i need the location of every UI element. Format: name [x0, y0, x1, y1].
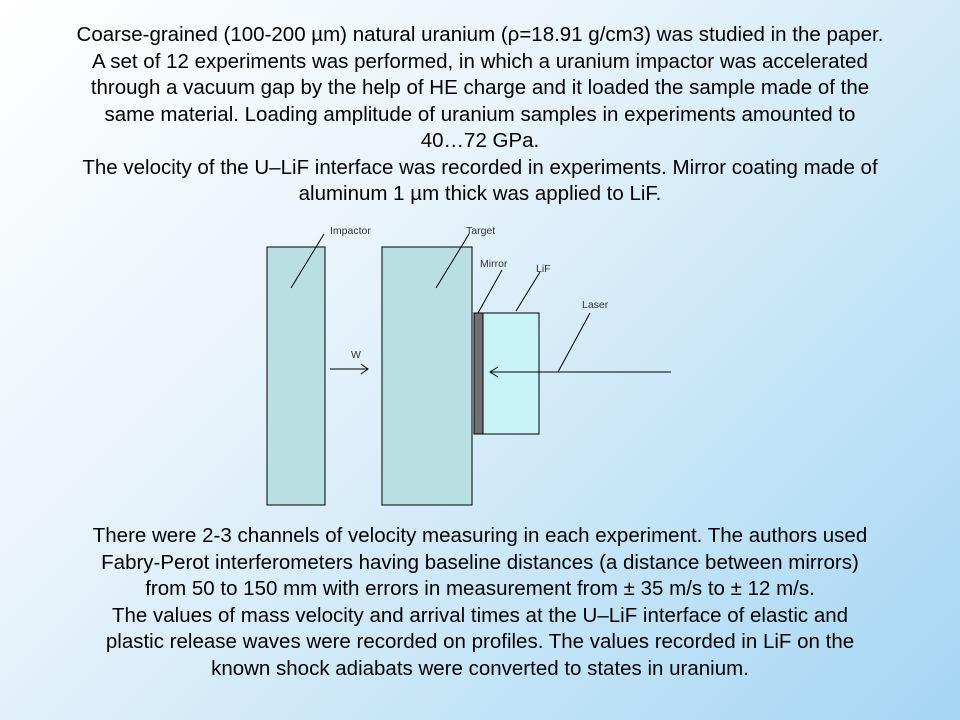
- lif-label: LiF: [536, 263, 551, 275]
- mirror-label: Mirror: [480, 258, 508, 270]
- outro-line: from 50 to 150 mm with errors in measure…: [145, 577, 815, 600]
- impactor-leader-line: [290, 233, 325, 289]
- outro-paragraph: There were 2-3 channels of velocity meas…: [10, 523, 950, 682]
- outro-line: Fabry-Perot interferometers having basel…: [101, 550, 859, 574]
- lif-window: [482, 312, 540, 435]
- mirror-coating: [473, 312, 484, 435]
- laser-leader-line: [557, 312, 591, 373]
- outro-line: plastic release waves were recorded on p…: [105, 630, 855, 653]
- lif-leader-line: [515, 271, 541, 312]
- impactor-label: Impactor: [330, 225, 371, 237]
- target-leader-line: [435, 233, 470, 289]
- outro-line: There were 2-3 channels of velocity meas…: [92, 524, 868, 547]
- intro-paragraph: Coarse-grained (100-200 µm) natural uran…: [10, 22, 950, 208]
- intro-line: Coarse-grained (100-200 µm) natural uran…: [76, 23, 884, 46]
- outro-line: The values of mass velocity and arrival …: [111, 603, 849, 627]
- intro-line: same material. Loading amplitude of uran…: [104, 102, 856, 126]
- intro-line: The velocity of the U–LiF interface was …: [82, 155, 878, 179]
- laser-beam-arrow: [489, 366, 671, 378]
- target-plate: [381, 246, 473, 506]
- target-label: Target: [466, 225, 495, 237]
- velocity-arrow: [330, 363, 369, 375]
- impactor-plate: [266, 246, 326, 506]
- intro-line: 40…72 GPa.: [420, 129, 540, 152]
- mirror-leader-line: [477, 269, 503, 314]
- velocity-label: W: [351, 349, 361, 361]
- intro-line: through a vacuum gap by the help of HE c…: [90, 76, 870, 99]
- intro-line: aluminum 1 µm thick was applied to LiF.: [298, 182, 662, 205]
- laser-label: Laser: [582, 299, 609, 311]
- outro-line: known shock adiabats were converted to s…: [211, 656, 749, 680]
- intro-line: A set of 12 experiments was performed, i…: [92, 49, 868, 73]
